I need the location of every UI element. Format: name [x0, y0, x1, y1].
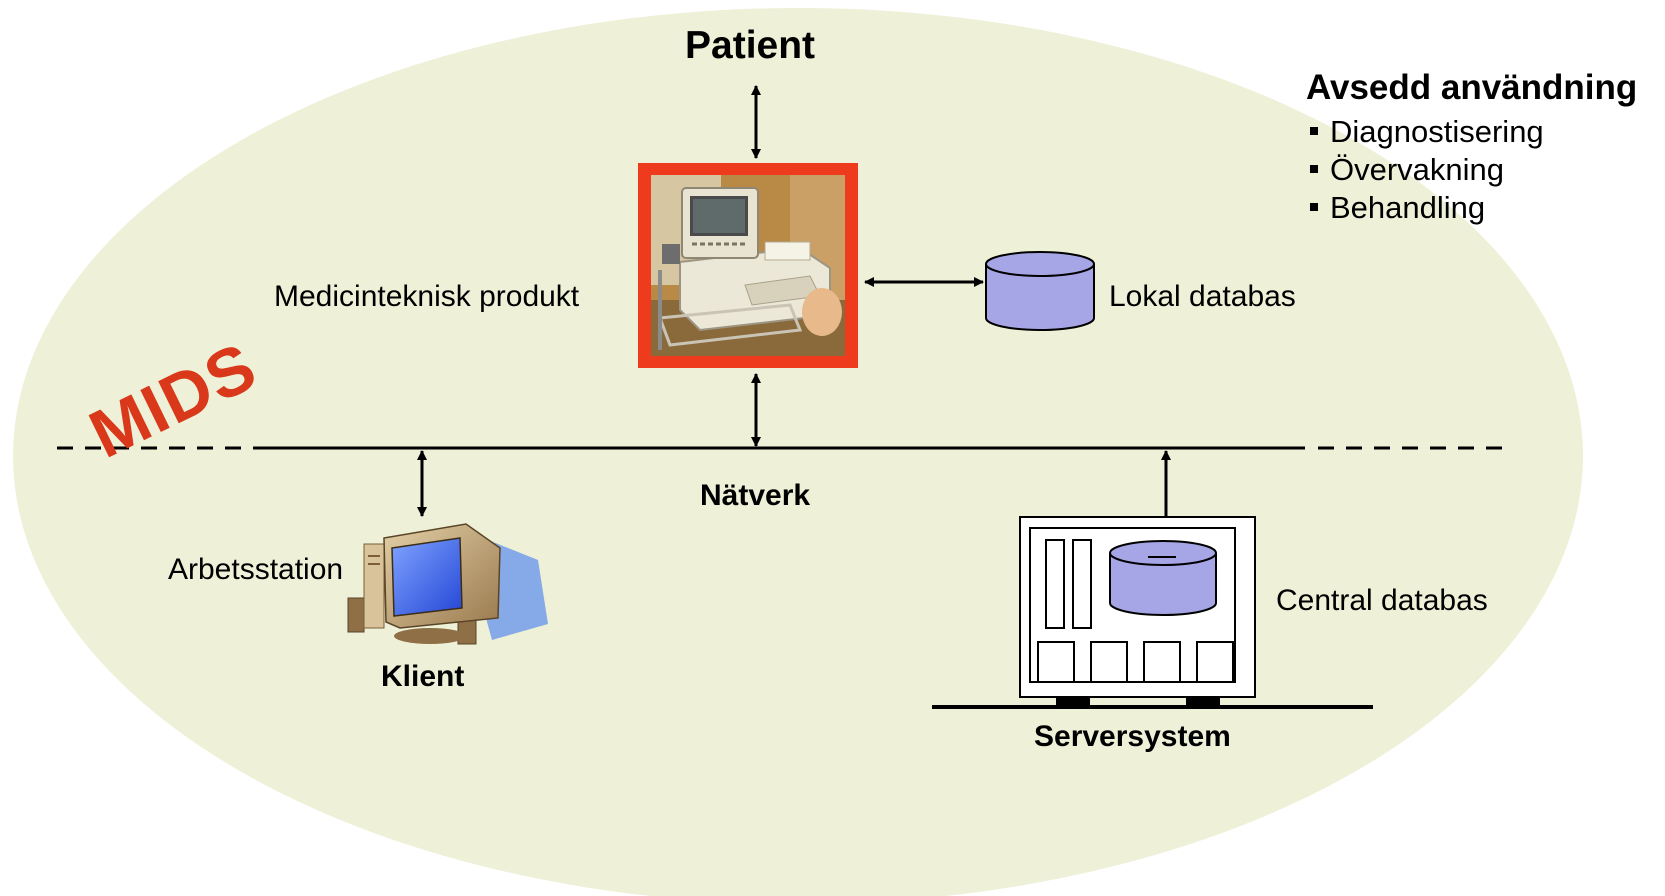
- medical-device-label: Medicinteknisk produkt: [274, 280, 580, 313]
- bullet-square-icon: [1310, 126, 1318, 135]
- central-database-label: Central databas: [1276, 584, 1488, 617]
- list-item-label: Övervakning: [1330, 152, 1505, 187]
- workstation-label: Arbetsstation: [168, 553, 344, 586]
- local-database-label: Lokal databas: [1109, 280, 1296, 313]
- bullet-square-icon: [1310, 164, 1318, 173]
- intended-use-title: Avsedd användning: [1306, 68, 1638, 107]
- client-label: Klient: [381, 660, 465, 693]
- local-database-icon: [985, 251, 1095, 331]
- list-item: Övervakning: [1310, 151, 1544, 189]
- patient-label: Patient: [685, 24, 816, 67]
- workstation-computer-icon: [347, 523, 548, 645]
- list-item: Diagnostisering: [1310, 113, 1544, 151]
- bullet-square-icon: [1310, 202, 1318, 211]
- network-label: Nätverk: [700, 479, 811, 512]
- list-item: Behandling: [1310, 189, 1544, 227]
- medical-device-photo: [638, 163, 858, 368]
- list-item-label: Behandling: [1330, 190, 1486, 225]
- central-database-icon: [1109, 540, 1217, 616]
- server-system-label: Serversystem: [1034, 720, 1231, 753]
- intended-use-list: Diagnostisering Övervakning Behandling: [1310, 113, 1544, 227]
- list-item-label: Diagnostisering: [1330, 114, 1544, 149]
